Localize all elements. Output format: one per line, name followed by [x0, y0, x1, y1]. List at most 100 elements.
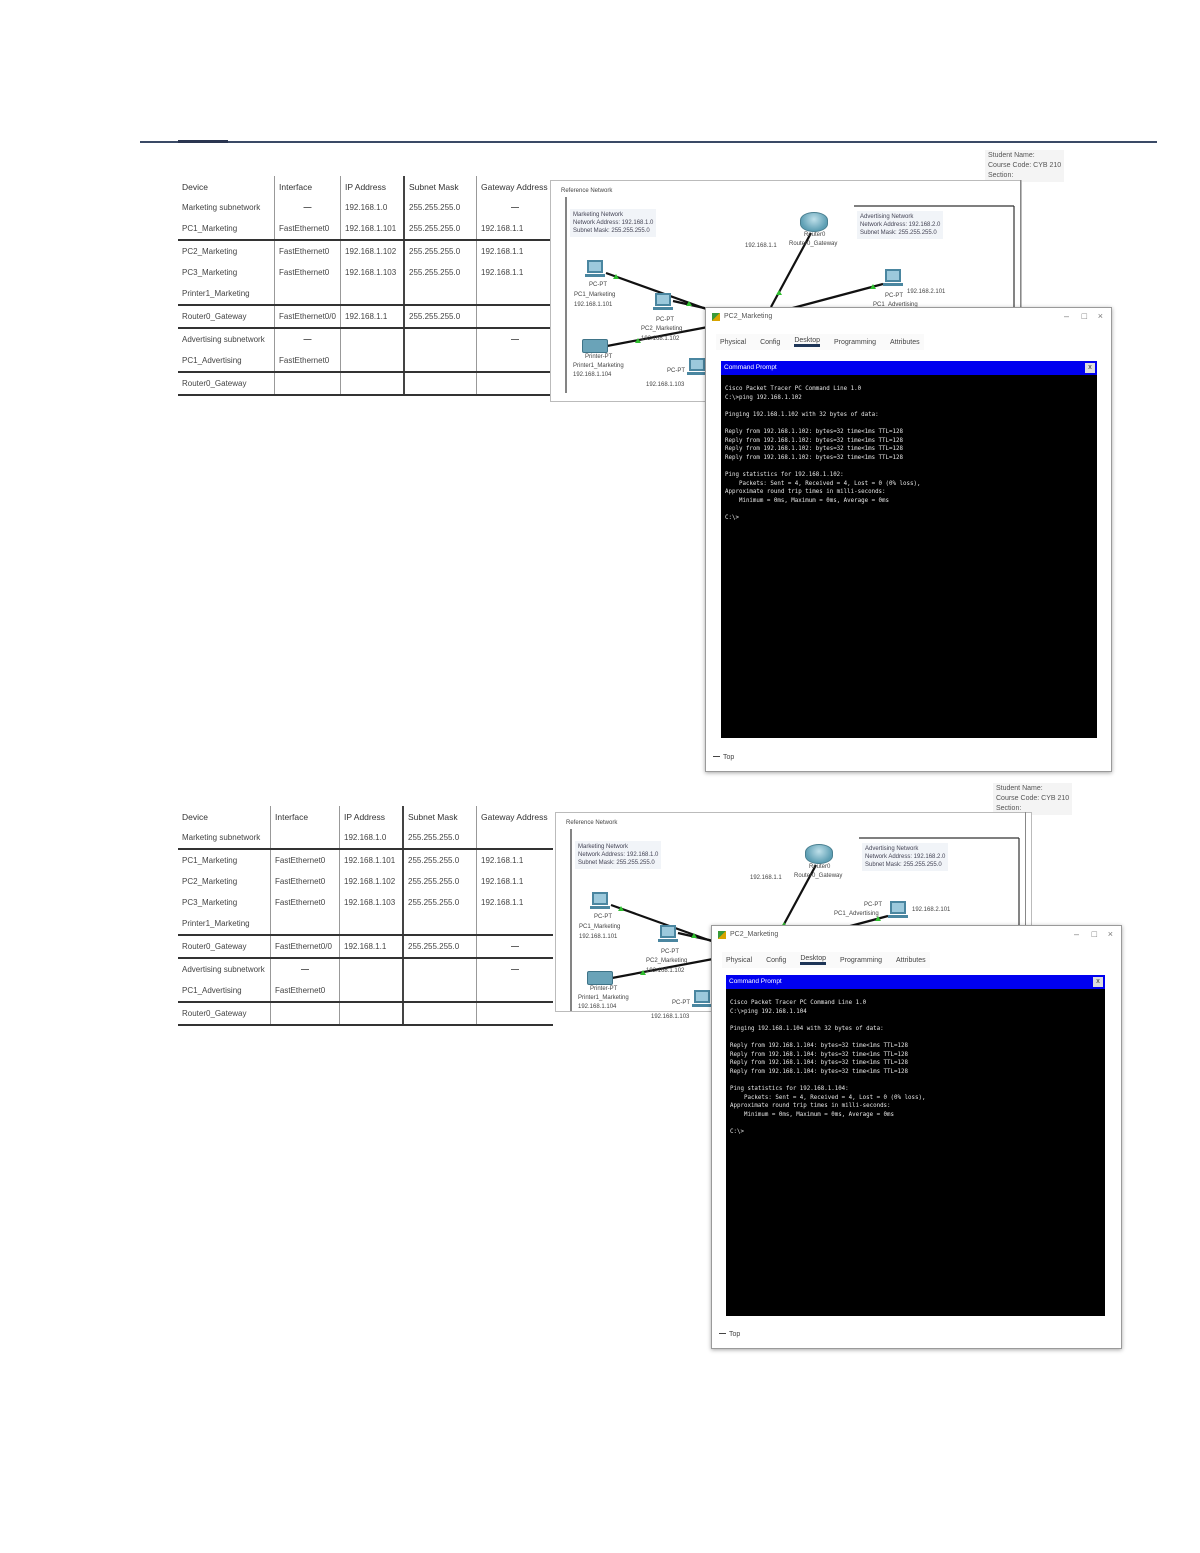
- maximize-button[interactable]: □: [1081, 311, 1087, 321]
- table-cell: PC1_Advertising: [178, 350, 275, 373]
- terminal-output[interactable]: Cisco Packet Tracer PC Command Line 1.0 …: [721, 375, 1097, 738]
- table-cell: [274, 283, 341, 306]
- info-line: Network Address: 192.168.1.0: [573, 220, 654, 226]
- diagram-links: [565, 197, 1015, 393]
- link-advpc-switch: [788, 282, 884, 311]
- advertising-pc-icon-base: [883, 283, 903, 286]
- tab-config[interactable]: Config: [766, 956, 787, 964]
- link-up-indicator: [613, 274, 619, 279]
- top-checkbox[interactable]: Top: [713, 754, 734, 761]
- info-line: Subnet Mask: 255.255.255.0: [865, 862, 942, 868]
- advertising-pc-icon[interactable]: [890, 901, 906, 914]
- table-cell: 192.168.1.1: [481, 247, 524, 256]
- table-cell: Router0_Gateway: [178, 305, 275, 329]
- pc2-marketing-icon[interactable]: [655, 293, 671, 306]
- close-button[interactable]: ×: [1097, 311, 1103, 321]
- header-rule: [140, 141, 1157, 143]
- tab-desktop[interactable]: Desktop: [794, 337, 820, 347]
- student-info-line: Student Name:: [996, 785, 1043, 792]
- pc2-marketing-icon[interactable]: [660, 925, 676, 938]
- table-row: Advertising subnetwork——: [178, 328, 553, 350]
- pc2-type-label: PC-PT: [656, 317, 674, 323]
- minimize-button[interactable]: –: [1063, 311, 1069, 321]
- printer-icon[interactable]: [582, 339, 608, 353]
- minimize-button[interactable]: –: [1073, 929, 1079, 939]
- table-cell: PC3_Marketing: [178, 892, 271, 913]
- table-cell: 192.168.1.101: [339, 849, 404, 871]
- pc1-name-label: PC1_Marketing: [574, 292, 616, 298]
- info-line: Network Address: 192.168.1.0: [578, 852, 659, 858]
- table-cell: [476, 350, 553, 373]
- pc2-type-label: PC-PT: [661, 949, 679, 955]
- pc1-type-label: PC-PT: [594, 914, 612, 920]
- table-cell: [339, 913, 404, 936]
- page-margin-line: [1020, 180, 1021, 310]
- pc1-marketing-icon[interactable]: [587, 260, 603, 273]
- table-cell: 192.168.1.1: [339, 935, 404, 959]
- info-line: Subnet Mask: 255.255.255.0: [573, 228, 650, 234]
- tab-attributes[interactable]: Attributes: [890, 338, 920, 346]
- tab-config[interactable]: Config: [760, 338, 781, 346]
- checkbox-icon[interactable]: [719, 1333, 726, 1335]
- table-cell: 255.255.255.0: [404, 262, 477, 283]
- adv-pc-ip-label: 192.168.2.101: [912, 907, 951, 913]
- router-type-label: Router0: [809, 864, 831, 870]
- table-cell: 192.168.1.0: [340, 197, 405, 218]
- pc3-marketing-icon[interactable]: [694, 990, 710, 1003]
- pc1-marketing-icon[interactable]: [592, 892, 608, 905]
- table-cell: Advertising subnetwork: [178, 328, 275, 350]
- table-cell: 255.255.255.0: [403, 871, 477, 892]
- table-cell: [340, 372, 405, 396]
- pc3-marketing-icon[interactable]: [689, 358, 705, 371]
- top-checkbox[interactable]: Top: [719, 1331, 740, 1338]
- link-printer-switch: [611, 957, 714, 980]
- router-name-label: Router0_Gateway: [789, 241, 838, 247]
- router-icon[interactable]: [800, 212, 828, 232]
- table-cell: —: [511, 203, 519, 212]
- tab-bar: Physical Config Desktop Programming Attribut…: [722, 952, 930, 968]
- command-prompt-close-icon[interactable]: x: [1093, 977, 1103, 987]
- table-cell: PC2_Marketing: [178, 240, 275, 262]
- tab-programming[interactable]: Programming: [840, 956, 883, 964]
- tab-desktop[interactable]: Desktop: [800, 955, 826, 965]
- router-icon[interactable]: [805, 844, 833, 864]
- tab-attributes[interactable]: Attributes: [896, 956, 926, 964]
- pc3-ip-label: 192.168.1.103: [646, 382, 685, 388]
- advertising-pc-icon[interactable]: [885, 269, 901, 282]
- checkbox-icon[interactable]: [713, 756, 720, 758]
- tab-physical[interactable]: Physical: [720, 338, 747, 346]
- tab-programming[interactable]: Programming: [834, 338, 877, 346]
- maximize-button[interactable]: □: [1091, 929, 1097, 939]
- table-cell: Printer1_Marketing: [178, 283, 275, 306]
- pc1-marketing-icon-base: [590, 906, 610, 909]
- close-button[interactable]: ×: [1107, 929, 1113, 939]
- column-header: Device: [178, 176, 275, 197]
- tab-physical[interactable]: Physical: [726, 956, 753, 964]
- table-cell: [404, 328, 477, 350]
- terminal-output[interactable]: Cisco Packet Tracer PC Command Line 1.0 …: [726, 989, 1105, 1316]
- command-prompt-close-icon[interactable]: x: [1085, 363, 1095, 373]
- header-rule-accent: [178, 140, 228, 143]
- printer-ip-label: 192.168.1.104: [573, 372, 612, 378]
- printer-icon[interactable]: [587, 971, 613, 985]
- info-line: Advertising Network: [865, 846, 919, 852]
- app-icon: [712, 313, 720, 321]
- table-cell: 255.255.255.0: [404, 240, 477, 262]
- link-up-indicator: [875, 916, 881, 921]
- pc2-name-label: PC2_Marketing: [646, 958, 688, 964]
- table-cell: [339, 1002, 404, 1026]
- pc1-ip-label: 192.168.1.101: [574, 302, 613, 308]
- link-up-indicator: [635, 338, 641, 343]
- table-cell: [339, 958, 404, 980]
- table-cell: FastEthernet0: [274, 350, 341, 373]
- table-cell: 192.168.1.1: [340, 305, 405, 329]
- table-cell: [270, 913, 340, 936]
- table-cell: 255.255.255.0: [404, 218, 477, 241]
